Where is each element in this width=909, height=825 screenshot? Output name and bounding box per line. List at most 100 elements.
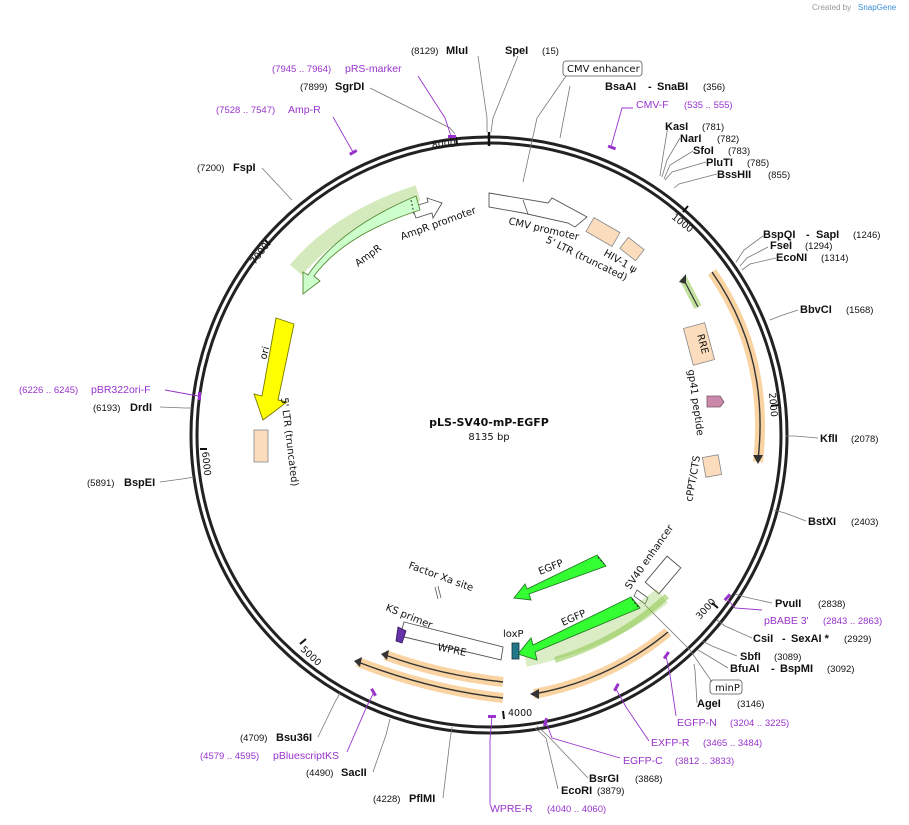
ori-label: ori: [258, 345, 272, 360]
site-17-name: BstXI: [808, 516, 836, 528]
plasmid-name: pLS-SV40-mP-EGFP: [429, 416, 549, 429]
orange-arc-lower1: [357, 661, 504, 699]
primer-7-position: (3812 .. 3833): [675, 756, 734, 767]
site-13-position: (1568): [846, 305, 873, 316]
primer-3-position: (6226 .. 6245): [19, 385, 78, 396]
orange-arc-right-halo: [707, 269, 765, 463]
primer-9-name: WPRE-R: [490, 803, 533, 815]
tick-label-4000: 4000: [508, 708, 532, 719]
site-9-position: (7200): [197, 163, 224, 174]
site-13-name: BbvCI: [800, 304, 832, 316]
site-9-name: FspI: [233, 162, 256, 174]
site-21-name: -: [771, 663, 775, 675]
tick-marks: [200, 136, 779, 720]
sv40-enhancer-box: [644, 555, 682, 595]
site-7-position: (785): [747, 158, 769, 169]
ampr-promoter-arrow: [411, 197, 443, 220]
orange-arc-right: [711, 271, 761, 461]
site-4-position: (781): [702, 122, 724, 133]
site-5-name: NarI: [680, 133, 701, 145]
orange-arc-bottom: [533, 631, 669, 695]
site-15-position: (2078): [851, 434, 878, 445]
site-21-name: BspMI: [780, 663, 813, 675]
site-4-name: KasI: [665, 121, 688, 133]
site-10-name: BspQI: [763, 229, 795, 241]
site-11-name: FseI: [770, 240, 792, 252]
rre-box: [682, 322, 716, 366]
primer-8-name: pBluescriptKS: [273, 750, 339, 762]
primer-2-position: (535 .. 555): [684, 100, 733, 111]
site-19-name: CsiI: [753, 633, 773, 645]
primer-4-name: pBABE 3': [764, 615, 809, 627]
minp-box: [709, 679, 743, 695]
primer-labels: (7945 .. 7964) pRS-marker (7528 .. 7547)…: [19, 63, 882, 815]
rre-label: RRE: [694, 333, 710, 355]
site-7-name: PluTI: [706, 157, 733, 169]
cmv-promoter-arrow: [488, 192, 588, 228]
site-8-name: BssHII: [717, 169, 751, 181]
site-25-position: (3879): [597, 786, 624, 797]
credit-created-by: Created by: [812, 3, 851, 12]
site-3-name: BsaAI: [605, 81, 636, 93]
site-3-name: SnaBI: [657, 81, 688, 93]
primer-7-name: EGFP-C: [623, 755, 663, 767]
ampr-arrow: [302, 195, 421, 295]
tick-label-6000: 6000: [199, 451, 212, 476]
orange-arc-lower2: [384, 654, 504, 683]
site-0-position: (8129): [411, 46, 438, 57]
site-21-name: BfuAI: [730, 663, 759, 675]
site-12-name: EcoNI: [776, 252, 807, 264]
site-6-position: (783): [728, 146, 750, 157]
primer-0-name: pRS-marker: [345, 63, 402, 75]
primer-2-name: CMV-F: [636, 99, 669, 111]
factor-xa-label: Factor Xa site: [407, 560, 475, 594]
site-1-position: (15): [542, 46, 559, 57]
cppt-label: cPPT/CTS: [684, 455, 703, 503]
site-14-position: (6193): [93, 403, 120, 414]
site-0-name: MluI: [446, 45, 468, 57]
egfp-lower-arrow: [517, 596, 641, 661]
site-27-position: (4228): [373, 794, 400, 805]
primer-9-position: (4040 .. 4060): [547, 804, 606, 815]
site-3-name: -: [648, 81, 652, 93]
primer-5-position: (3204 .. 3225): [730, 718, 789, 729]
site-15-name: KflI: [820, 433, 838, 445]
site-22-position: (3146): [737, 699, 764, 710]
site-10-name: SapI: [816, 229, 839, 241]
ampr-halo: [289, 185, 421, 276]
primer-3-name: pBR322ori-F: [91, 384, 151, 396]
gp41-label: gp41 peptide: [685, 369, 705, 437]
loxp-label: loxP: [503, 629, 524, 640]
site-16-position: (5891): [87, 478, 114, 489]
site-6-name: SfoI: [693, 145, 714, 157]
primer-8-position: (4579 .. 4595): [200, 751, 259, 762]
site-leaders: [159, 55, 819, 799]
site-18-position: (2838): [818, 599, 845, 610]
cmv-enhancer-leader: [522, 75, 567, 183]
tick-label-8000: 8000: [431, 138, 456, 151]
site-23-position: (4709): [240, 733, 267, 744]
hiv1-psi-box: [619, 236, 645, 262]
site-20-position: (3089): [774, 652, 801, 663]
site-24-position: (3868): [635, 774, 662, 785]
site-18-name: PvuII: [775, 598, 801, 610]
green-arc-bottom-halo: [554, 593, 670, 663]
egfp-upper-arrow: [513, 554, 607, 601]
site-20-name: SbfI: [740, 651, 761, 663]
site-3-position: (356): [703, 82, 725, 93]
site-19-position: (2929): [844, 634, 871, 645]
site-2-name: SgrDI: [335, 81, 364, 93]
site-14-name: DrdI: [130, 402, 152, 414]
primer-0-position: (7945 .. 7964): [272, 64, 331, 75]
site-19-name: -: [782, 633, 786, 645]
sv40-small-arrow: [633, 589, 649, 605]
site-2-position: (7899): [300, 82, 327, 93]
loxp-box: [511, 642, 520, 660]
cmv-enhancer-label: CMV enhancer: [567, 64, 641, 75]
tick-label-2000: 2000: [766, 392, 779, 417]
site-23-name: Bsu36I: [276, 732, 312, 744]
site-24-name: BsrGI: [589, 773, 619, 785]
site-27-name: PflMI: [409, 793, 435, 805]
